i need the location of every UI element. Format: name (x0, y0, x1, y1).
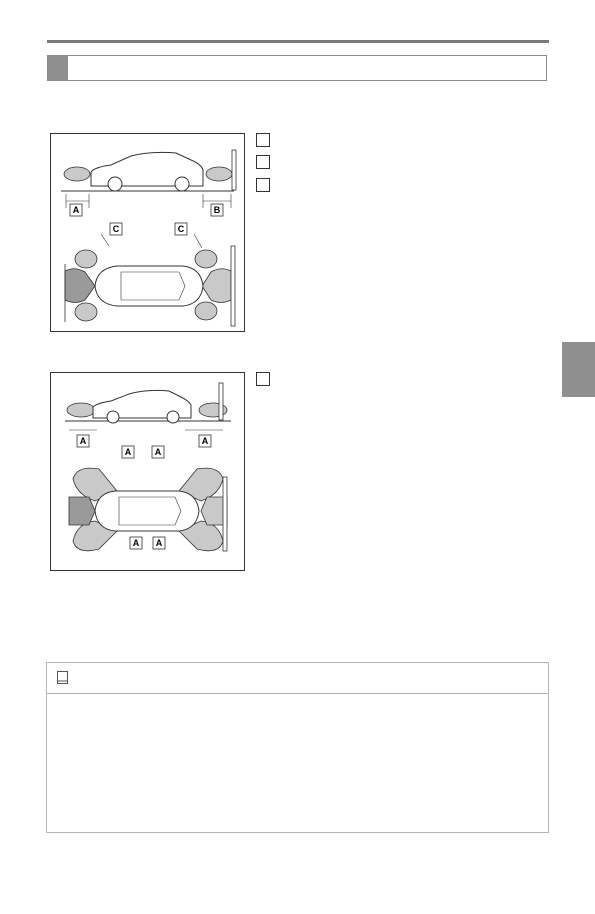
label-a-1: A (80, 436, 87, 446)
front-sensor-zone (63, 166, 91, 182)
item-number-3 (256, 178, 270, 192)
chapter-tab[interactable] (562, 342, 595, 397)
section-header (47, 55, 547, 81)
car-side-body (90, 151, 204, 187)
label-a-3: A (125, 447, 132, 457)
section-marker (48, 56, 68, 80)
label-a-5: A (133, 538, 140, 548)
label-a: A (73, 205, 80, 215)
label-a-2: A (202, 436, 209, 446)
figure-1-illustration: A B C C (61, 149, 237, 327)
label-a-6: A (156, 538, 163, 548)
figure-2-illustration: A A A A A A (65, 382, 231, 552)
top-rule (47, 40, 549, 43)
item-number-2 (256, 155, 270, 169)
note-header (47, 663, 548, 694)
item-number-1 (256, 133, 270, 147)
label-a-4: A (155, 447, 162, 457)
book-icon (57, 671, 68, 684)
sensor-range-figure-2: A A A A A A (50, 372, 245, 571)
rear-sensor-zone (205, 166, 233, 182)
note-box (46, 662, 549, 833)
label-c-left: C (113, 224, 120, 234)
car-top-body (94, 265, 204, 307)
item-number-4 (256, 372, 270, 386)
wall (231, 149, 237, 191)
label-c-right: C (178, 224, 185, 234)
sensor-range-figure-1: A B C C (50, 133, 245, 332)
label-b: B (214, 205, 221, 215)
